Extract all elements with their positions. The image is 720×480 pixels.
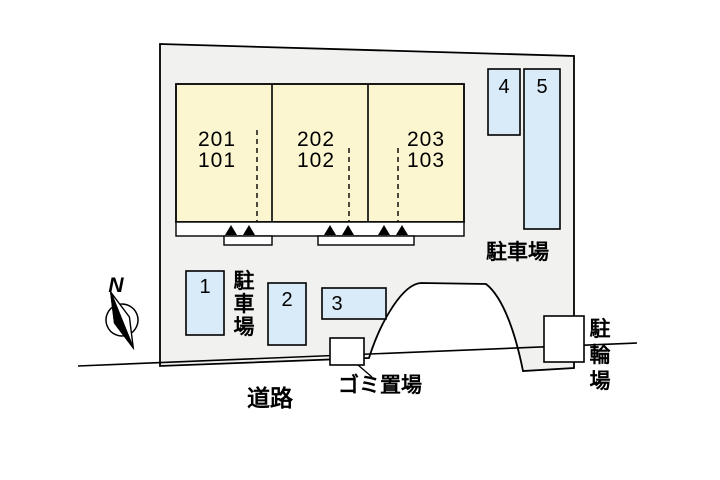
bicycle-label-char: 輪 xyxy=(590,343,612,367)
parking-left-label-char: 駐 xyxy=(234,269,255,293)
bicycle-box xyxy=(543,315,585,363)
parking-left-label-char: 車 xyxy=(234,293,255,316)
parking-space-1-label: 1 xyxy=(199,276,210,298)
unit-upper-label: 203 xyxy=(407,128,445,151)
entrance-arrow-icon xyxy=(225,225,237,235)
parking-space-4-label: 4 xyxy=(498,76,509,98)
parking-space-3-label: 3 xyxy=(331,293,342,315)
parking-right-label: 駐車場 xyxy=(486,240,549,264)
parking-space-5-label: 5 xyxy=(536,76,547,98)
porch-strip xyxy=(175,221,465,237)
unit-upper-label: 202 xyxy=(297,128,335,151)
building: 201 101 202 102 203 103 xyxy=(175,83,465,246)
parking-space-2 xyxy=(267,282,307,346)
entrance-arrow-icon xyxy=(378,225,390,235)
entrance-arrow-icon xyxy=(324,225,336,235)
bicycle-area: 駐 輪 場 xyxy=(543,315,612,393)
bicycle-label-char: 場 xyxy=(590,370,611,393)
parking-left-label-char: 場 xyxy=(234,316,255,339)
garbage-box xyxy=(329,337,365,366)
parking-space-5 xyxy=(523,68,561,230)
unit-lower-label: 102 xyxy=(297,149,335,172)
entrance-arrow-icon xyxy=(396,225,408,235)
parking-space-4 xyxy=(487,68,521,136)
entrance-arrow-icon xyxy=(243,225,255,235)
garbage-label: ゴミ置場 xyxy=(338,373,422,397)
parking-left: 1 2 3 駐 車 場 xyxy=(185,269,387,346)
unit-lower-label: 103 xyxy=(407,149,445,172)
entrance-arrow-icon xyxy=(342,225,354,235)
parking-right: 4 5 駐車場 xyxy=(486,68,561,264)
unit-upper-label: 201 xyxy=(198,128,236,151)
garbage-area: ゴミ置場 xyxy=(329,337,422,397)
compass-n-label: N xyxy=(108,274,124,297)
garbage-leader-line xyxy=(357,364,373,378)
bicycle-label-char: 駐 xyxy=(590,317,611,341)
entrance-step xyxy=(223,235,273,246)
unit-lower-label: 101 xyxy=(198,149,236,172)
building-outline xyxy=(175,83,465,223)
entrance-step xyxy=(317,235,415,246)
road-label: 道路 xyxy=(247,385,294,411)
parking-space-2-label: 2 xyxy=(281,289,292,311)
parking-space-3 xyxy=(321,287,387,320)
parking-space-1 xyxy=(185,270,225,336)
north-compass-icon: N xyxy=(105,274,139,351)
